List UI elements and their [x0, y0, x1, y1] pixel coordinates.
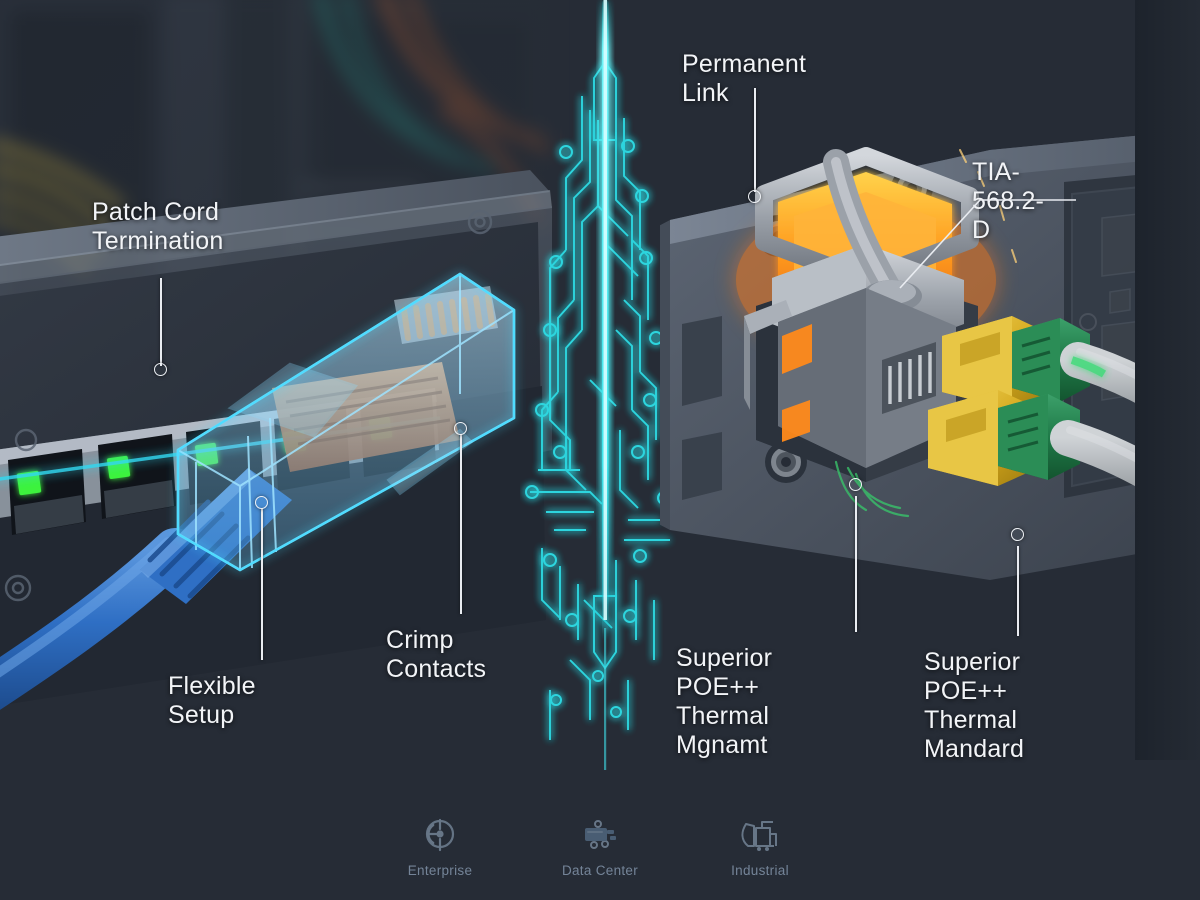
keystone-jack-assembly: [660, 129, 1200, 580]
badge-industrial[interactable]: Industrial: [708, 816, 812, 878]
leader-line-patch-cord-termination: [160, 278, 162, 366]
callout-dot-patch-cord-termination: [154, 363, 167, 376]
callout-label-flexible-setup: Flexible Setup: [168, 672, 256, 729]
callout-label-patch-cord-termination: Patch Cord Termination: [92, 198, 224, 255]
callout-label-tia-568-2-d: TIA-568.2-D: [972, 158, 1045, 244]
keystone-jack-cutaway: [744, 147, 1017, 518]
circuit-divider: [525, 0, 671, 770]
callout-label-permanent-link: Permanent Link: [682, 50, 807, 107]
chassis-screws: [4, 209, 493, 602]
callout-label-crimp-contacts: Crimp Contacts: [386, 626, 487, 683]
callout-dot-permanent-link: [748, 190, 761, 203]
application-badges: Enterprise Data Center: [0, 816, 1200, 878]
badge-label-enterprise: Enterprise: [407, 863, 473, 878]
leader-line-flexible-setup: [261, 508, 263, 660]
badge-enterprise[interactable]: Enterprise: [388, 816, 492, 878]
leader-line-tia-568-2-d: [899, 199, 1076, 289]
leader-line-crimp-contacts: [460, 434, 462, 614]
callout-label-superior-poe-thermal-mandard: Superior POE++ Thermal Mandard: [924, 648, 1025, 763]
leader-line-superior-poe-thermal-mandard: [1017, 546, 1019, 636]
callout-dot-superior-poe-thermal-mandard: [1011, 528, 1024, 541]
callout-dot-superior-poe-thermal-mgnamt: [849, 478, 862, 491]
leader-line-permanent-link: [754, 88, 756, 192]
server-rack-icon: [585, 820, 616, 849]
network-globe-icon: [425, 818, 455, 852]
badge-label-data-center: Data Center: [561, 863, 639, 878]
factory-icon: [741, 821, 777, 851]
leader-line-superior-poe-thermal-mgnamt: [855, 496, 857, 632]
divider-spine-tail: [604, 628, 607, 770]
badge-data-center[interactable]: Data Center: [548, 816, 652, 878]
callout-dot-flexible-setup: [255, 496, 268, 509]
badge-label-industrial: Industrial: [731, 863, 789, 878]
callout-label-superior-poe-thermal-mgnamt: Superior POE++ Thermal Mgnamt: [676, 644, 773, 759]
callout-dot-crimp-contacts: [454, 422, 467, 435]
fiber-adapter-group: [928, 316, 1200, 528]
right-wall: [1135, 0, 1200, 760]
